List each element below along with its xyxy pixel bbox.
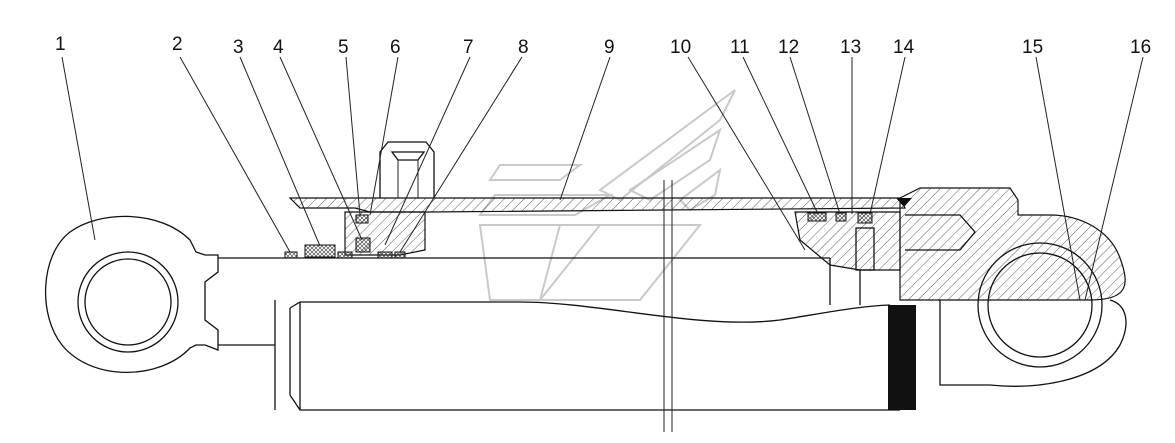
callout-1: 1 [55,34,66,55]
oil-port [379,141,435,198]
callout-labels: 1 2 3 4 5 6 7 8 9 10 11 12 13 14 15 16 [55,34,1151,58]
callout-13: 13 [840,37,861,58]
gland-seals [284,212,875,271]
callout-16: 16 [1130,37,1151,58]
rod-eye [45,215,219,373]
callout-14: 14 [893,37,915,58]
callout-15: 15 [1022,37,1043,58]
clevis-head [896,187,1127,387]
callout-7: 7 [463,37,474,58]
callout-6: 6 [390,37,401,58]
callout-11: 11 [730,37,750,58]
callout-4: 4 [273,37,284,58]
cylinder-barrel [288,197,906,271]
centerline [663,180,673,432]
piston-tube [289,258,916,411]
callout-12: 12 [778,37,799,58]
callout-9: 9 [604,37,615,58]
leader-lines [61,56,1144,301]
callout-5: 5 [338,37,349,58]
callout-10: 10 [670,37,691,58]
watermark-logo [478,89,736,301]
callout-2: 2 [172,34,183,55]
callout-3: 3 [233,37,244,58]
callout-8: 8 [518,37,529,58]
piston-rod [218,257,830,410]
